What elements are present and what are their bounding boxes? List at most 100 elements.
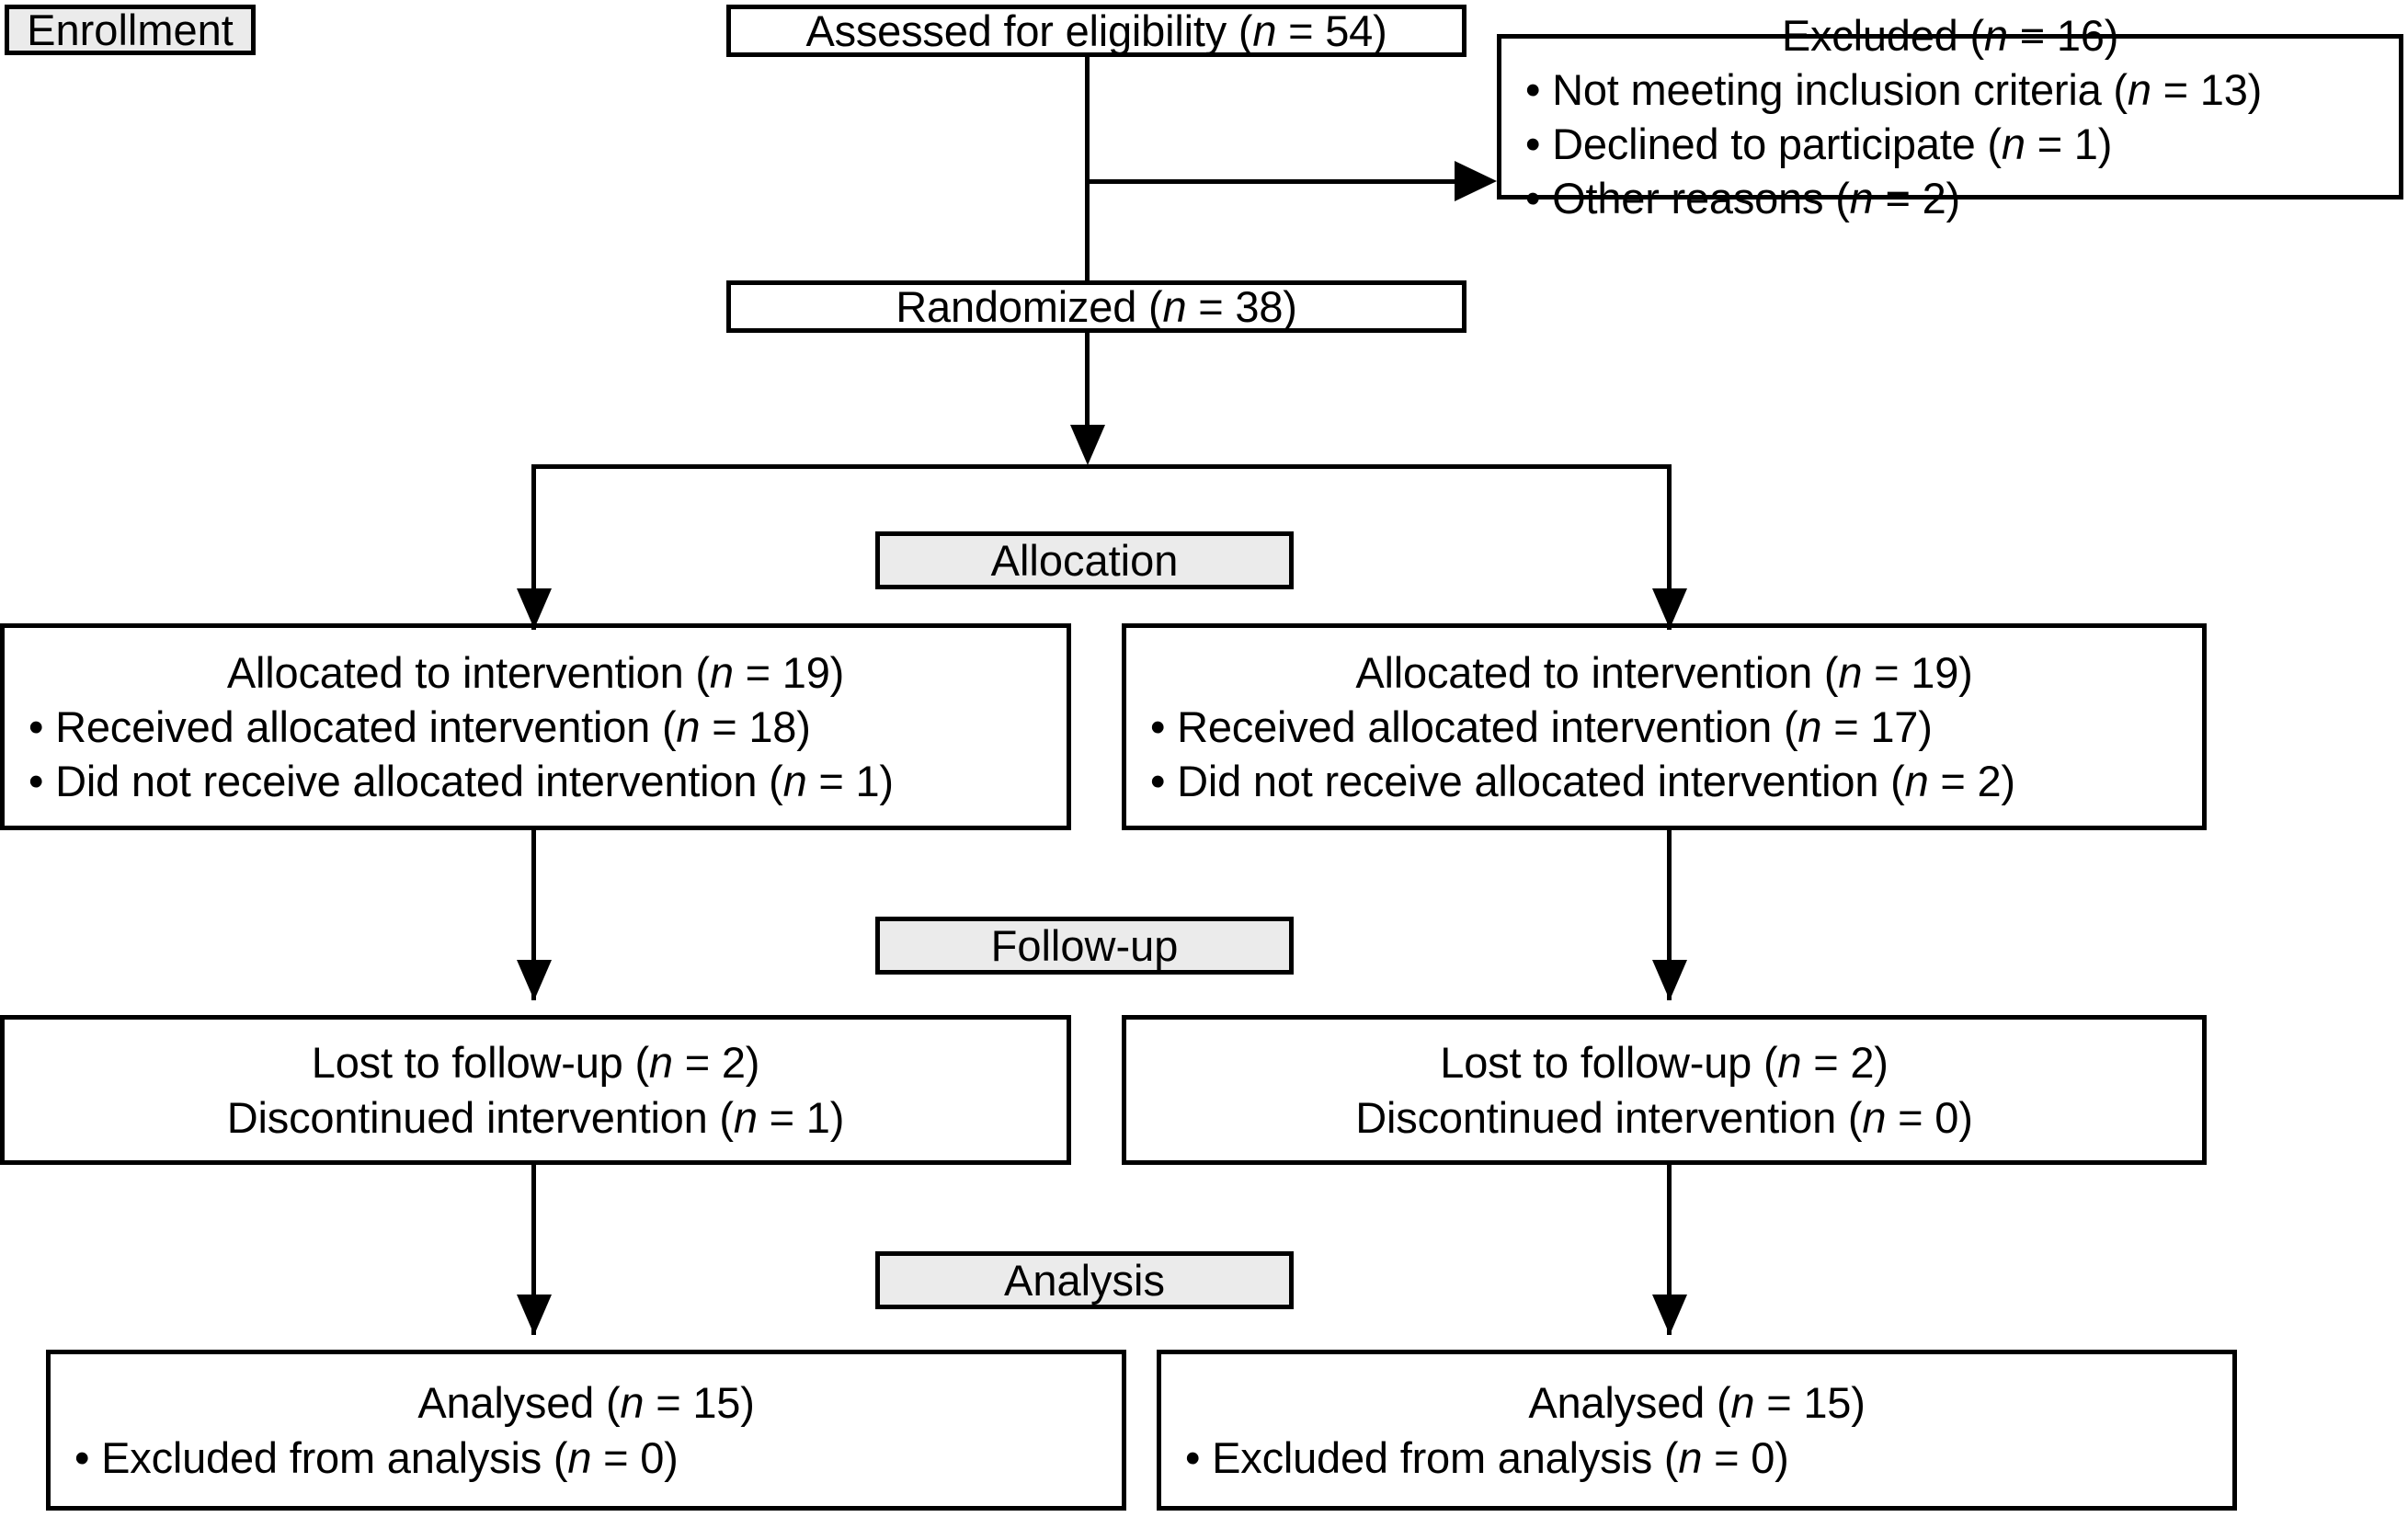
stage-label-allocation-text: Allocation: [990, 536, 1179, 585]
node-allocated-left: Allocated to intervention (n = 19) Recei…: [0, 623, 1071, 830]
stage-label-enrollment: Enrollment: [5, 5, 256, 55]
connector-allocation-split-bar: [531, 464, 1672, 469]
node-analysed-right: Analysed (n = 15) Excluded from analysis…: [1157, 1350, 2237, 1511]
excluded-reason-n: n: [2127, 64, 2151, 114]
allocated-right-item: Did not receive allocated intervention (…: [1126, 754, 2202, 808]
allocated-left-title-before: Allocated to intervention (: [226, 647, 710, 697]
connector-randomized-vertical: [1085, 333, 1090, 432]
excluded-reason-n: n: [1849, 174, 1874, 223]
connector-left-analysis-arrowhead: [517, 1295, 552, 1335]
allocated-left-title-n: n: [709, 647, 734, 697]
excluded-reason-after: = 1): [2025, 120, 2113, 168]
analysed-right-item-after: = 0): [1702, 1432, 1789, 1482]
analysed-left-title: Analysed (n = 15): [51, 1375, 1122, 1430]
analysed-left-item-before: Excluded from analysis (: [101, 1432, 568, 1482]
excluded-reason-after: = 2): [1873, 174, 1960, 223]
excluded-title-n: n: [1983, 10, 2008, 60]
assessed-text-before: Assessed for eligibility (: [805, 6, 1253, 55]
allocated-left-title-after: = 19): [733, 647, 845, 697]
connector-left-alloc-to-followup: [531, 830, 536, 1000]
excluded-title-after: = 16): [2007, 10, 2119, 60]
excluded-title-before: Excluded (: [1781, 10, 1984, 60]
followup-right-line-after: = 0): [1886, 1092, 1973, 1142]
analysed-left-title-before: Analysed (: [417, 1378, 621, 1428]
analysed-left-item-n: n: [567, 1432, 592, 1482]
excluded-reason-before: Other reasons (: [1552, 174, 1850, 223]
analysed-right-item-before: Excluded from analysis (: [1212, 1432, 1679, 1482]
stage-label-followup: Follow-up: [875, 917, 1294, 975]
allocated-right-item-n: n: [1904, 757, 1929, 806]
allocated-left-title: Allocated to intervention (n = 19): [5, 645, 1067, 700]
analysed-right-item-n: n: [1678, 1432, 1703, 1482]
excluded-reason-item: Declined to participate (n = 1): [1501, 117, 2399, 171]
allocated-right-title-before: Allocated to intervention (: [1355, 647, 1839, 697]
connector-left-followup-arrowhead: [517, 960, 552, 1000]
allocated-right-item-before: Did not receive allocated intervention (: [1177, 757, 1905, 806]
connector-allocation-right-stem: [1667, 464, 1672, 630]
connector-allocation-left-stem: [531, 464, 536, 630]
connector-left-followup-to-analysis: [531, 1165, 536, 1335]
stage-label-analysis: Analysis: [875, 1251, 1294, 1309]
connector-randomized-arrowhead: [1070, 425, 1105, 465]
randomized-line: Randomized (n = 38): [731, 279, 1462, 334]
connector-allocation-right-arrowhead: [1652, 588, 1687, 629]
connector-right-alloc-to-followup: [1667, 830, 1672, 1000]
allocated-left-item-before: Received allocated intervention (: [55, 701, 677, 751]
analysed-right-title: Analysed (n = 15): [1161, 1375, 2232, 1430]
allocated-right-title-n: n: [1838, 647, 1863, 697]
analysed-right-title-before: Analysed (: [1528, 1378, 1731, 1428]
analysed-left-item-after: = 0): [591, 1432, 679, 1482]
followup-left-line-after: = 1): [757, 1092, 845, 1142]
followup-left-line: Lost to follow-up (n = 2): [5, 1035, 1067, 1089]
allocated-right-item-after: = 17): [1821, 701, 1933, 751]
connector-right-analysis-arrowhead: [1652, 1295, 1687, 1335]
connector-allocation-left-arrowhead: [517, 588, 552, 629]
allocated-left-item-n: n: [676, 701, 701, 751]
followup-left-line-n: n: [733, 1092, 758, 1142]
node-analysed-left: Analysed (n = 15) Excluded from analysis…: [46, 1350, 1126, 1511]
followup-right-line: Lost to follow-up (n = 2): [1126, 1035, 2202, 1089]
analysed-left-title-n: n: [620, 1378, 645, 1428]
followup-left-line-before: Lost to follow-up (: [311, 1038, 649, 1088]
analysed-right-title-n: n: [1730, 1378, 1755, 1428]
allocated-left-item-n: n: [782, 757, 807, 806]
analysed-right-item: Excluded from analysis (n = 0): [1161, 1431, 2232, 1485]
excluded-title: Excluded (n = 16): [1501, 8, 2399, 63]
followup-right-line-before: Discontinued intervention (: [1355, 1092, 1863, 1142]
node-allocated-right: Allocated to intervention (n = 19) Recei…: [1122, 623, 2207, 830]
connector-right-followup-to-analysis: [1667, 1165, 1672, 1335]
followup-left-line-after: = 2): [672, 1038, 760, 1088]
allocated-left-item: Received allocated intervention (n = 18): [5, 700, 1067, 754]
excluded-reason-item: Not meeting inclusion criteria (n = 13): [1501, 63, 2399, 117]
randomized-text-before: Randomized (: [896, 281, 1163, 331]
allocated-right-item: Received allocated intervention (n = 17): [1126, 700, 2202, 754]
node-excluded: Excluded (n = 16) Not meeting inclusion …: [1497, 11, 2403, 222]
analysed-right-title-after: = 15): [1754, 1378, 1866, 1428]
allocated-right-item-n: n: [1797, 701, 1822, 751]
assessed-text-after: = 54): [1276, 6, 1387, 55]
stage-label-analysis-text: Analysis: [1003, 1256, 1165, 1305]
analysed-left-item: Excluded from analysis (n = 0): [51, 1431, 1122, 1485]
allocated-left-item: Did not receive allocated intervention (…: [5, 754, 1067, 808]
node-followup-left: Lost to follow-up (n = 2) Discontinued i…: [0, 1015, 1071, 1165]
allocated-left-item-before: Did not receive allocated intervention (: [55, 757, 783, 806]
randomized-text-after: = 38): [1186, 281, 1297, 331]
allocated-right-item-before: Received allocated intervention (: [1177, 701, 1798, 751]
analysed-left-title-after: = 15): [644, 1378, 755, 1428]
followup-right-line: Discontinued intervention (n = 0): [1126, 1090, 2202, 1145]
followup-left-line-before: Discontinued intervention (: [226, 1092, 734, 1142]
followup-right-line-n: n: [1777, 1038, 1802, 1088]
excluded-reason-item: Other reasons (n = 2): [1501, 171, 2399, 225]
stage-label-allocation: Allocation: [875, 531, 1294, 589]
followup-right-line-after: = 2): [1801, 1038, 1889, 1088]
stage-label-followup-text: Follow-up: [990, 921, 1179, 970]
connector-right-followup-arrowhead: [1652, 960, 1687, 1000]
assessed-line: Assessed for eligibility (n = 54): [731, 4, 1462, 58]
allocated-left-item-after: = 1): [806, 757, 894, 806]
followup-right-line-before: Lost to follow-up (: [1440, 1038, 1778, 1088]
stage-label-enrollment-text: Enrollment: [27, 6, 234, 54]
node-assessed-for-eligibility: Assessed for eligibility (n = 54): [726, 5, 1466, 57]
allocated-right-title-after: = 19): [1862, 647, 1973, 697]
excluded-reason-n: n: [2001, 120, 2026, 168]
